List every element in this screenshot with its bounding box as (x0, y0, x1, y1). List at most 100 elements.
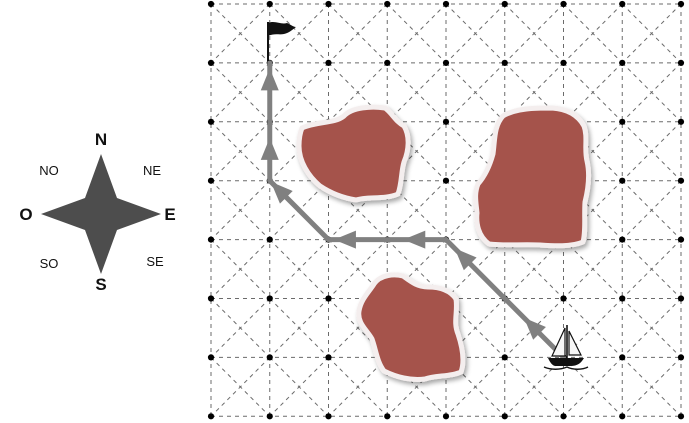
grid-point (384, 0, 391, 8)
compass-label-northwest: NO (39, 163, 59, 178)
grid-line-diagonal (210, 239, 271, 299)
grid-line-diagonal (269, 357, 329, 417)
grid-line-diagonal (563, 121, 623, 182)
grid-line-diagonal (386, 121, 447, 182)
grid-line-diagonal (269, 298, 329, 358)
grid-point (207, 236, 215, 243)
grid-point (207, 59, 215, 66)
sailboat-icon (543, 325, 589, 370)
flag-icon (267, 22, 296, 61)
grid-line-diagonal (386, 3, 447, 64)
grid-point (384, 413, 391, 420)
grid-point (207, 413, 215, 420)
route-arrow-head (403, 230, 426, 249)
grid-line-diagonal (621, 3, 682, 64)
route-arrows (260, 68, 546, 340)
grid-line-diagonal (504, 239, 564, 299)
grid-point (266, 413, 273, 420)
grid-line-diagonal (386, 180, 447, 240)
flag-cloth (268, 22, 296, 36)
grid-line-diagonal (621, 121, 682, 182)
grid-line-diagonal (621, 239, 682, 299)
grid-point (619, 295, 626, 302)
grid-line-diagonal (563, 298, 623, 358)
grid-point (384, 59, 391, 66)
grid-line-diagonal (210, 62, 271, 123)
grid-point (677, 0, 685, 8)
route-arrow-head (333, 230, 356, 249)
island-bottom (356, 272, 466, 382)
sailboat-sail-left (551, 327, 566, 357)
grid-point (266, 0, 273, 8)
route-arrow-head (260, 137, 279, 160)
grid-point (266, 354, 273, 361)
grid-line-diagonal (210, 180, 271, 240)
compass-label-east: E (164, 205, 175, 224)
grid-point (677, 177, 685, 184)
grid-point (266, 236, 273, 243)
grid-line-diagonal (504, 62, 564, 123)
grid-line-diagonal (328, 3, 388, 64)
grid-line-diagonal (563, 239, 623, 299)
grid-point (677, 118, 685, 125)
grid-line-diagonal (445, 121, 506, 182)
sailboat-waves (543, 366, 589, 370)
grid-point (560, 59, 567, 66)
grid-line-diagonal (328, 298, 388, 358)
compass-label-southeast: SE (146, 254, 164, 269)
grid-point (207, 354, 215, 361)
grid-point (325, 413, 332, 420)
compass-star-icon (41, 154, 161, 274)
grid-line-diagonal (269, 3, 329, 64)
grid-point (619, 59, 626, 66)
grid-line-diagonal (328, 62, 388, 123)
grid-point (207, 177, 215, 184)
grid-line-diagonal (621, 357, 682, 417)
grid-line-diagonal (445, 298, 506, 358)
grid-point (619, 413, 626, 420)
grid-point (442, 0, 450, 8)
grid-line-diagonal (445, 3, 506, 64)
grid-point (325, 354, 332, 361)
grid-point (619, 236, 626, 243)
grid-line-diagonal (328, 357, 388, 417)
grid-point (207, 0, 215, 8)
route-arrow-head (524, 317, 546, 340)
grid-point (325, 59, 332, 66)
grid-point (501, 354, 508, 361)
grid-line-diagonal (445, 357, 506, 417)
grid-line-diagonal (445, 62, 506, 123)
grid-line-diagonal (504, 3, 564, 64)
grid-point (619, 0, 626, 8)
map-area (207, 0, 685, 420)
grid-point (325, 295, 332, 302)
compass-label-west: O (19, 205, 32, 224)
grid-point (207, 295, 215, 302)
compass-rose: N S E O NE NO SE SO (19, 130, 175, 294)
grid-point (501, 59, 508, 66)
compass-label-northeast: NE (143, 163, 161, 178)
grid-point (677, 354, 685, 361)
compass-label-north: N (95, 130, 107, 149)
grid-point (619, 354, 626, 361)
grid-line-diagonal (386, 62, 447, 123)
grid-line-diagonal (621, 62, 682, 123)
grid-point (560, 295, 567, 302)
grid-point (442, 177, 450, 184)
island-top-left (296, 104, 411, 203)
grid-point (442, 118, 450, 125)
grid-line-diagonal (269, 62, 329, 123)
islands (296, 104, 591, 382)
grid-point (560, 0, 567, 8)
route-arrow-head (270, 181, 293, 204)
grid-line-diagonal (563, 3, 623, 64)
grid-line-diagonal (563, 357, 623, 417)
grid-line-diagonal (621, 180, 682, 240)
grid-point (677, 295, 685, 302)
grid-line-diagonal (621, 298, 682, 358)
grid-line-diagonal (210, 298, 271, 358)
grid-line-diagonal (328, 239, 388, 299)
grid-point (442, 413, 450, 420)
grid-line-diagonal (328, 180, 388, 240)
